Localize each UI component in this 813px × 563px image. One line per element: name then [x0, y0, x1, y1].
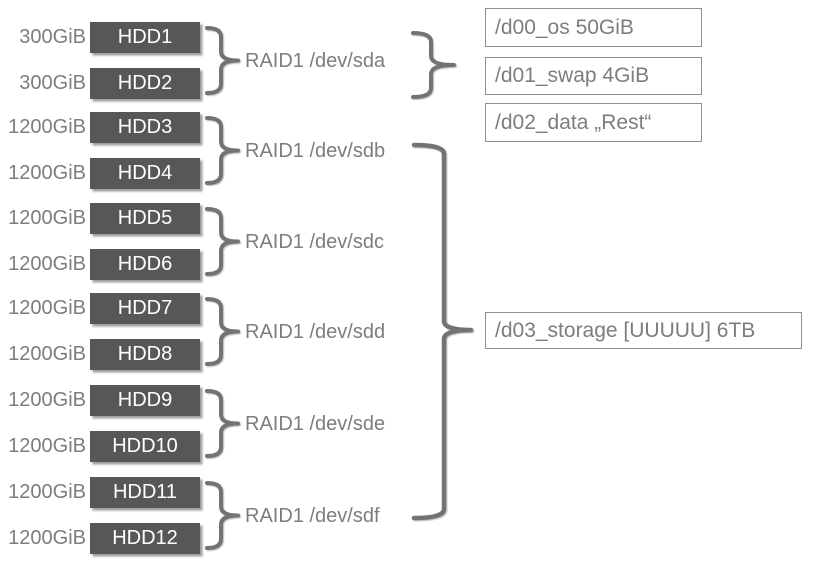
disk-row: 1200GiB HDD9 — [0, 385, 210, 416]
disk-size-label: 300GiB — [19, 26, 86, 48]
disk-row: 1200GiB HDD7 — [0, 293, 210, 324]
hdd-label: HDD7 — [117, 297, 173, 319]
disk-size-label: 1200GiB — [8, 435, 86, 457]
disk-row: 300GiB HDD2 — [0, 68, 210, 99]
hdd-box: HDD3 — [90, 112, 200, 143]
partition-box: /d03_storage [UUUUU] 6TB — [485, 312, 802, 349]
hdd-box: HDD4 — [90, 158, 200, 189]
hdd-box: HDD7 — [90, 293, 200, 324]
storage-partitions-brace — [411, 142, 474, 521]
raid-pair-brace-sdf — [205, 481, 240, 550]
disk-row: 1200GiB HDD8 — [0, 339, 210, 370]
hdd-box: HDD9 — [90, 385, 200, 416]
hdd-box: HDD8 — [90, 339, 200, 370]
hdd-box: HDD5 — [90, 203, 200, 234]
hdd-box: HDD12 — [90, 523, 200, 554]
disk-row: 1200GiB HDD11 — [0, 477, 210, 508]
disk-size-label: 1200GiB — [8, 343, 86, 365]
raid-pair-brace-sdc — [205, 207, 240, 276]
hdd-label: HDD1 — [117, 26, 173, 48]
hdd-label: HDD5 — [117, 207, 173, 229]
disk-row: 1200GiB HDD4 — [0, 158, 210, 189]
hdd-label: HDD3 — [117, 116, 173, 138]
raid-group-label: RAID1 /dev/sdd — [245, 320, 386, 343]
raid-group-label: RAID1 /dev/sdb — [245, 139, 386, 162]
hdd-label: HDD4 — [117, 162, 173, 184]
disk-size-label: 1200GiB — [8, 207, 86, 229]
hdd-box: HDD11 — [90, 477, 200, 508]
hdd-label: HDD2 — [117, 72, 173, 94]
hdd-label: HDD8 — [117, 343, 173, 365]
disk-row: 300GiB HDD1 — [0, 22, 210, 53]
disk-size-label: 1200GiB — [8, 389, 86, 411]
partition-box: /d01_swap 4GiB — [485, 57, 702, 95]
raid-group-label: RAID1 /dev/sda — [245, 49, 386, 72]
partition-label: /d01_swap 4GiB — [495, 64, 650, 87]
disk-size-label: 1200GiB — [8, 116, 86, 138]
raid-pair-brace-sda — [205, 26, 240, 95]
disk-size-label: 300GiB — [19, 72, 86, 94]
raid-pair-brace-sde — [205, 389, 240, 458]
disk-size-label: 1200GiB — [8, 481, 86, 503]
hdd-label: HDD9 — [117, 389, 173, 411]
disk-row: 1200GiB HDD3 — [0, 112, 210, 143]
disk-size-label: 1200GiB — [8, 253, 86, 275]
raid-group-label: RAID1 /dev/sdc — [245, 230, 384, 253]
hdd-label: HDD6 — [117, 253, 173, 275]
disk-size-label: 1200GiB — [8, 162, 86, 184]
hdd-box: HDD2 — [90, 68, 200, 99]
hdd-box: HDD1 — [90, 22, 200, 53]
hdd-label: HDD11 — [112, 481, 178, 503]
partition-box: /d02_data „Rest“ — [485, 103, 702, 142]
disk-row: 1200GiB HDD10 — [0, 431, 210, 462]
raid-pair-brace-sdd — [205, 297, 240, 366]
partition-label: /d00_os 50GiB — [495, 15, 634, 39]
raid-group-label: RAID1 /dev/sdf — [245, 504, 380, 527]
disk-row: 1200GiB HDD5 — [0, 203, 210, 234]
disk-size-label: 1200GiB — [8, 527, 86, 549]
partition-label: /d02_data „Rest“ — [495, 110, 652, 134]
disk-row: 1200GiB HDD6 — [0, 249, 210, 280]
sda-partitions-brace — [411, 31, 456, 99]
disk-size-label: 1200GiB — [8, 297, 86, 319]
disk-row: 1200GiB HDD12 — [0, 523, 210, 554]
hdd-label: HDD10 — [112, 435, 178, 457]
hdd-label: HDD12 — [112, 527, 178, 549]
raid-pair-brace-sdb — [205, 116, 240, 185]
raid-group-label: RAID1 /dev/sde — [245, 412, 386, 435]
partition-label: /d03_storage [UUUUU] 6TB — [495, 318, 756, 342]
partition-box: /d00_os 50GiB — [485, 8, 702, 47]
hdd-box: HDD10 — [90, 431, 200, 462]
hdd-box: HDD6 — [90, 249, 200, 280]
